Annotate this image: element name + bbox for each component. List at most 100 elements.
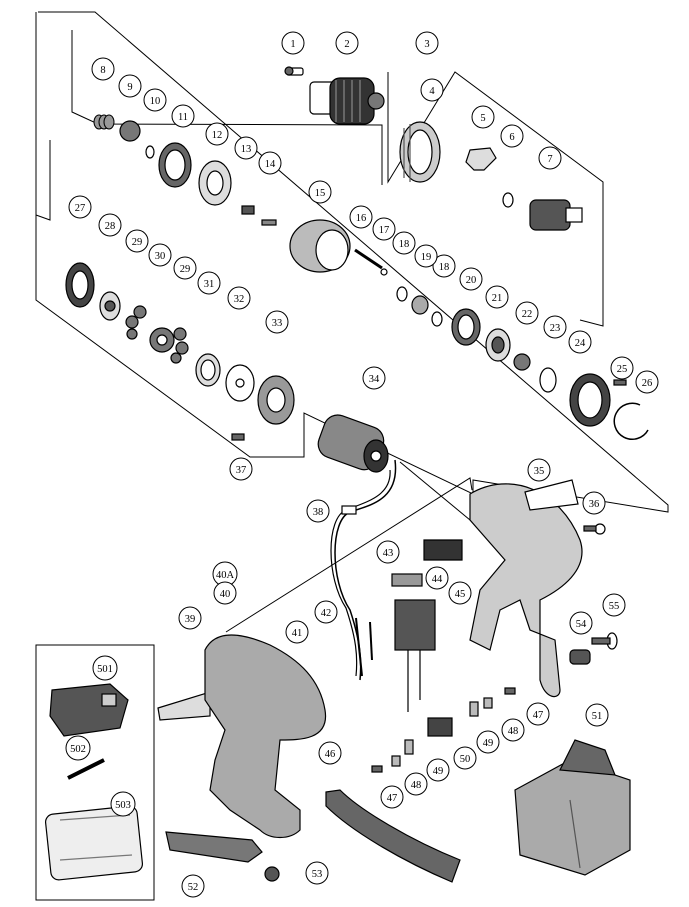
part-52-belt-hook xyxy=(165,831,263,863)
callout-number: 28 xyxy=(105,221,116,232)
callout-circle xyxy=(404,772,428,796)
callout-circle xyxy=(610,356,634,380)
part-12-cage xyxy=(198,160,232,206)
callout-number: 35 xyxy=(534,466,545,477)
part-7-spindle xyxy=(529,199,583,231)
part-26-retaining-clip xyxy=(613,402,649,440)
callout-circle xyxy=(501,718,525,742)
callout-circle xyxy=(527,458,551,482)
callout-circle xyxy=(181,874,205,898)
callout-26: 26 xyxy=(635,370,659,394)
callout-number: 36 xyxy=(589,499,600,510)
callout-4: 4 xyxy=(420,78,444,102)
callout-49: 49 xyxy=(476,730,500,754)
callout-number: 27 xyxy=(75,203,86,214)
callout-circle xyxy=(306,499,330,523)
callout-circle xyxy=(569,611,593,635)
callout-circle xyxy=(68,195,92,219)
motor-assembly xyxy=(317,414,397,681)
callout-circle xyxy=(125,229,149,253)
callout-circle xyxy=(372,217,396,241)
callout-48: 48 xyxy=(404,772,428,796)
part-48-plate-b xyxy=(391,755,401,767)
callout-7: 7 xyxy=(538,146,562,170)
callout-49: 49 xyxy=(426,758,450,782)
callout-circle xyxy=(143,88,167,112)
part-40-left-housing xyxy=(204,634,327,839)
callout-circle xyxy=(349,205,373,229)
callout-circle xyxy=(148,243,172,267)
callout-number: 1 xyxy=(290,39,295,50)
callout-number: 29 xyxy=(180,264,191,275)
callout-circle xyxy=(205,122,229,146)
callout-circle xyxy=(171,104,195,128)
callout-number: 54 xyxy=(576,619,587,630)
part-32-plate xyxy=(225,364,255,402)
chuck-row-parts xyxy=(93,66,649,440)
callout-number: 26 xyxy=(642,378,653,389)
callout-number: 18 xyxy=(439,262,450,273)
callout-circle xyxy=(305,861,329,885)
callout-circle xyxy=(173,256,197,280)
housing-parts xyxy=(157,479,631,883)
part-31-ring xyxy=(195,353,221,387)
callout-circle xyxy=(213,581,237,605)
callout-number: 16 xyxy=(356,213,367,224)
callout-circle xyxy=(453,746,477,770)
callout-circle xyxy=(265,310,289,334)
callout-circle xyxy=(602,593,626,617)
part-49-contact-a xyxy=(469,701,479,717)
part-42-terminal xyxy=(369,621,373,661)
callout-number: 48 xyxy=(411,780,422,791)
callout-13: 13 xyxy=(234,136,258,160)
callout-44: 44 xyxy=(425,566,449,590)
part-18-washer-b xyxy=(431,311,443,327)
callout-number: 49 xyxy=(433,766,444,777)
part-33-motor-bracket xyxy=(257,375,295,425)
callout-circle xyxy=(318,741,342,765)
callout-22: 22 xyxy=(515,301,539,325)
part-502-bit xyxy=(67,758,105,780)
callout-number: 23 xyxy=(550,323,561,334)
callout-number: 29 xyxy=(132,237,143,248)
callout-25: 25 xyxy=(610,356,634,380)
callout-number: 48 xyxy=(508,726,519,737)
accessories-parts xyxy=(44,683,144,881)
callout-45: 45 xyxy=(448,581,472,605)
part-48-plate-a xyxy=(483,697,493,709)
callout-number: 18 xyxy=(399,239,410,250)
callout-circle xyxy=(98,213,122,237)
callout-number: 24 xyxy=(575,338,586,349)
callout-9: 9 xyxy=(118,74,142,98)
part-53-nut xyxy=(264,866,280,882)
bracket-3 xyxy=(387,71,604,327)
part-47-screw-a xyxy=(504,687,516,695)
callout-number: 38 xyxy=(313,507,324,518)
callout-32: 32 xyxy=(227,286,251,310)
part-4-clutch-ring xyxy=(399,121,441,183)
callout-33: 33 xyxy=(265,310,289,334)
callout-number: 40A xyxy=(216,570,235,581)
wire-sleeve xyxy=(341,505,357,515)
callout-circle xyxy=(285,620,309,644)
callout-23: 23 xyxy=(543,315,567,339)
callout-circle xyxy=(425,566,449,590)
callout-37: 37 xyxy=(229,457,253,481)
callout-circle xyxy=(234,136,258,160)
callout-circle xyxy=(568,330,592,354)
callout-48: 48 xyxy=(501,718,525,742)
callout-number: 19 xyxy=(421,252,432,263)
callout-1: 1 xyxy=(281,31,305,55)
callout-circle xyxy=(308,180,332,204)
callout-number: 41 xyxy=(292,628,303,639)
callout-number: 6 xyxy=(509,132,514,143)
callout-number: 52 xyxy=(188,882,199,893)
callout-circle xyxy=(485,285,509,309)
callout-501: 501 xyxy=(92,655,118,681)
part-16-spring-pin xyxy=(354,248,383,270)
callout-30: 30 xyxy=(148,243,172,267)
callout-circle xyxy=(380,785,404,809)
part-503-case xyxy=(44,805,144,881)
callout-circle xyxy=(178,606,202,630)
callout-circle xyxy=(426,758,450,782)
